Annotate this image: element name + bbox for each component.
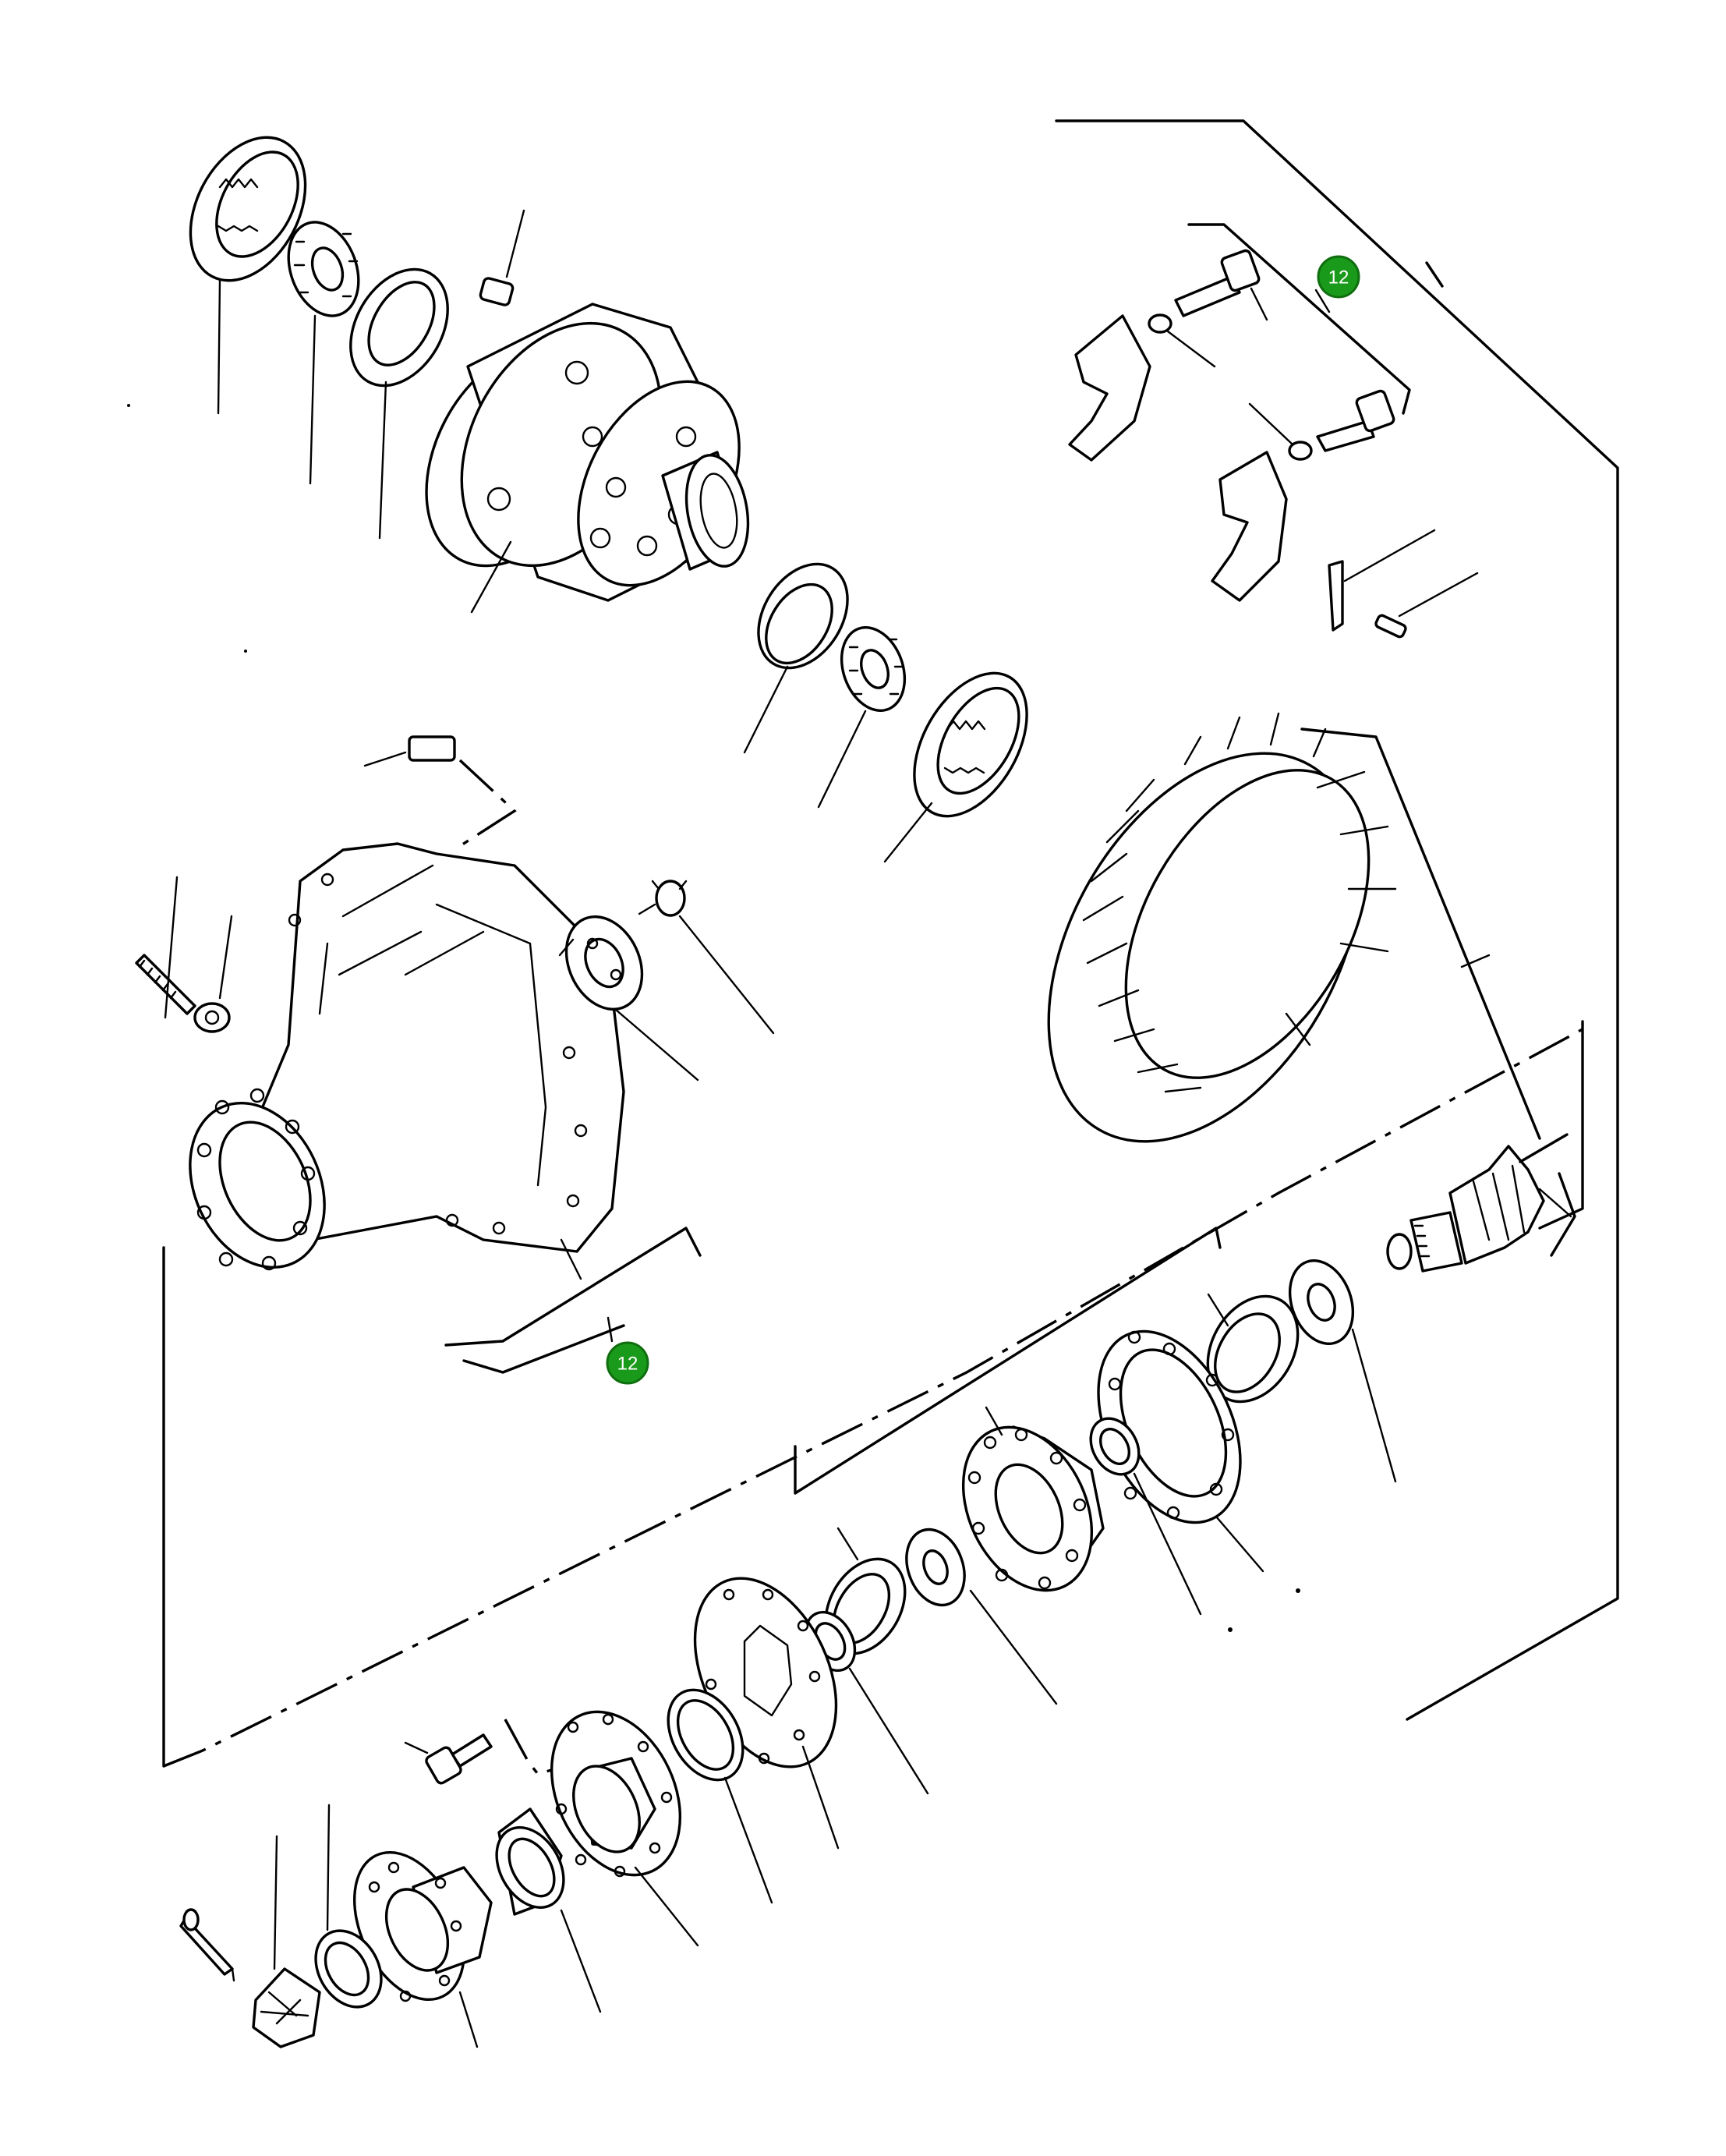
bearing-cap-lower [1211, 451, 1288, 602]
case-pin [479, 277, 515, 306]
pilot-bearing [564, 915, 644, 1011]
callout-badge-lower: 12 [606, 1341, 649, 1385]
pinion-washer [1089, 1417, 1141, 1476]
callout-label-lower: 12 [617, 1354, 638, 1375]
differential-case-group [189, 136, 1028, 863]
dust-seal [314, 1929, 383, 2009]
bearing-housing-flange [550, 1710, 682, 1878]
lock-tab [1328, 560, 1344, 632]
callout-badge-upper: 12 [1317, 255, 1360, 299]
carrier-housing-group: 12 [135, 735, 775, 1768]
differential-case-body [425, 303, 750, 602]
pinion-bearing-cone-1 [1288, 1259, 1355, 1345]
shim-plate [1097, 1329, 1242, 1524]
lock-screw [1374, 614, 1407, 639]
bearing-cup-upper [349, 267, 449, 388]
bearing-retainer [961, 1425, 1105, 1592]
bearing-cone-upper [287, 221, 360, 317]
pinion-bearing-cone-2 [905, 1528, 966, 1607]
carrier-housing-body [189, 842, 625, 1271]
bearing-adjuster-ring [189, 136, 307, 282]
snap-ring [651, 880, 688, 917]
drive-pinion [1386, 1145, 1545, 1273]
housing-nut [193, 1002, 231, 1033]
cap-bolt-lower [1316, 389, 1395, 452]
cap-bolt-upper [1174, 249, 1261, 317]
housing-stud [135, 954, 196, 1015]
callout-label-upper: 12 [1328, 267, 1349, 289]
bearing-cap-group: 12 [1068, 223, 1479, 639]
pinion-bearing-stack [404, 1227, 1397, 2013]
output-flange-group [179, 1804, 493, 2048]
retainer-bolt [425, 1733, 493, 1785]
bearing-cone-lower [840, 626, 907, 712]
bearing-cap-upper [1068, 314, 1151, 462]
bearing-adjuster-ring-lower [913, 671, 1028, 818]
ring-gear [1047, 712, 1397, 1143]
castle-nut [252, 1967, 321, 2048]
pinion-bearing-cup-3 [495, 1807, 565, 1916]
companion-flange [352, 1850, 493, 2002]
cotter-pin [179, 1908, 234, 1976]
bearing-cup-lower [757, 562, 849, 670]
assembly-bracket-right [1055, 119, 1619, 1721]
housing-plug [408, 735, 456, 762]
oil-seal [667, 1688, 745, 1782]
pinion-bearing-cup-1 [1206, 1294, 1300, 1404]
